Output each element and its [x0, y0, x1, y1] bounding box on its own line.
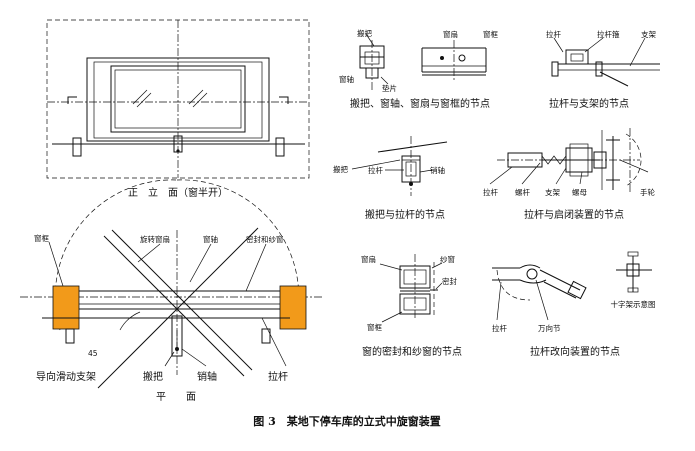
- detail2-label-rod: 拉杆: [546, 29, 561, 39]
- elevation-bracket-left: [72, 137, 82, 157]
- plan-rotating-sash: [97, 227, 259, 389]
- detail4-label-screw-rod: 螺杆: [515, 187, 530, 197]
- detail1-caption: 搬把、窗轴、窗扇与窗框的节点: [350, 97, 490, 110]
- plan-guide-bracket: [65, 328, 75, 344]
- detail1-label-sash: 窗扇: [443, 29, 458, 39]
- plan-view: 45 窗框 旋转窗扇 窗轴 密封和纱窗 导向滑动支架 搬把 销轴 拉杆 平 面: [20, 179, 322, 403]
- elevation-view: 正 立 面（窗半开）: [46, 19, 310, 199]
- elevation-caption: 正 立 面（窗半开）: [128, 186, 228, 199]
- plan-label-seal-screen: 密封和纱窗: [246, 234, 284, 244]
- plan-label-guide-bracket: 导向滑动支架: [36, 370, 96, 383]
- detail-rod-opener: 拉杆 螺杆 支架 螺母 手轮 拉杆与启闭装置的节点: [483, 128, 655, 221]
- detail1-label-handle: 搬把: [357, 28, 372, 38]
- detail6-caption: 拉杆改向装置的节点: [530, 345, 620, 358]
- detail5-label-seal: 密封: [442, 276, 457, 286]
- plan-label-frame: 窗框: [34, 233, 49, 243]
- plan-seal-left: [52, 285, 80, 330]
- elevation-glass-sash: [110, 65, 246, 133]
- detail3-label-handle: 搬把: [333, 164, 348, 174]
- plan-label-rod: 拉杆: [268, 370, 288, 383]
- detail3-caption: 搬把与拉杆的节点: [365, 208, 445, 221]
- plan-label-axle: 窗轴: [203, 234, 218, 244]
- detail1-label-frame: 窗框: [483, 29, 498, 39]
- detail6-label-rod: 拉杆: [492, 323, 507, 333]
- elevation-bracket-right: [275, 137, 285, 157]
- detail4-label-rod: 拉杆: [483, 187, 498, 197]
- detail1-label-axle: 窗轴: [339, 74, 354, 84]
- plan-label-handle: 搬把: [143, 370, 163, 383]
- detail6-universal-joint: [526, 268, 538, 280]
- detail2-label-rod-box: 拉杆箍: [597, 29, 620, 39]
- plan-handle: [171, 315, 183, 357]
- detail5-label-frame: 窗框: [367, 322, 382, 332]
- detail-handle-rod: 搬把 拉杆 销轴 搬把与拉杆的节点: [333, 136, 448, 221]
- detail5-caption: 窗的密封和纱窗的节点: [362, 345, 462, 358]
- plan-sash-open-line: [97, 227, 259, 389]
- plan-seal-right: [279, 285, 307, 330]
- detail6-label-universal: 万向节: [538, 323, 561, 333]
- elevation-boundary: [46, 19, 310, 179]
- detail-seal-screen: 窗扇 纱窗 密封 窗框 窗的密封和纱窗的节点: [361, 254, 462, 358]
- detail-redirect: 拉杆 万向节 十字架示意图 拉杆改向装置的节点: [492, 251, 656, 358]
- detail2-label-bracket: 支架: [641, 29, 656, 39]
- detail-rod-bracket: 拉杆 拉杆箍 支架 拉杆与支架的节点: [546, 29, 660, 110]
- plan-label-sash: 旋转窗扇: [140, 234, 170, 244]
- detail4-label-bracket: 支架: [545, 187, 560, 197]
- detail-handle-axle: 搬把 窗扇 窗框 窗轴 垫片 搬把、窗轴、窗扇与窗框的节点: [339, 28, 498, 110]
- detail3-label-pin: 销轴: [430, 165, 445, 175]
- detail6-label-cross-bracket: 十字架示意图: [611, 299, 656, 309]
- detail5-label-screen: 纱窗: [440, 254, 455, 264]
- detail2-caption: 拉杆与支架的节点: [549, 97, 629, 110]
- plan-angle-label: 45: [88, 349, 98, 358]
- elevation-window-frame: [86, 57, 270, 142]
- detail4-label-handwheel: 手轮: [640, 187, 655, 197]
- detail5-label-sash: 窗扇: [361, 254, 376, 264]
- figure-caption: 图 3 某地下停车库的立式中旋窗装置: [253, 414, 440, 428]
- plan-label-pin: 销轴: [197, 370, 217, 383]
- detail3-label-rod: 拉杆: [368, 165, 383, 175]
- detail4-label-nut: 螺母: [572, 187, 587, 197]
- detail4-caption: 拉杆与启闭装置的节点: [524, 208, 624, 221]
- plan-caption: 平 面: [156, 392, 196, 403]
- detail1-label-gasket: 垫片: [382, 83, 397, 93]
